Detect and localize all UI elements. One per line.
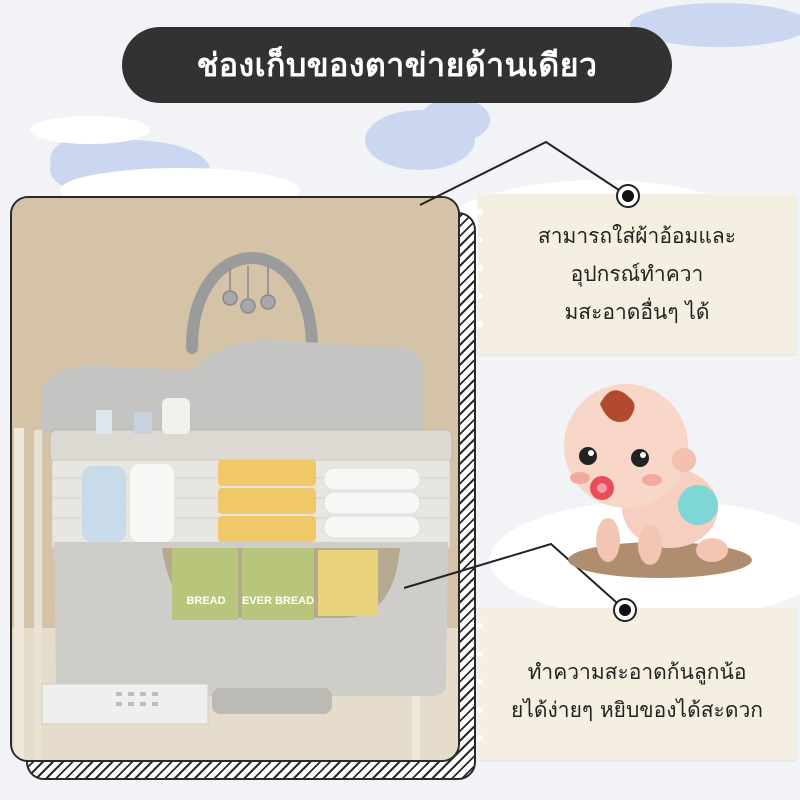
baby-illustration: [564, 384, 752, 578]
callout-line: ทำความสะอาดก้นลูกน้อ: [527, 660, 747, 684]
callout-line: มสะอาดอื่นๆ ได้: [564, 300, 710, 324]
torn-edges: [477, 209, 483, 741]
pin-icon: [616, 184, 640, 208]
bread-label-left: BREAD: [186, 595, 225, 607]
title-text: ช่องเก็บของตาข่ายด้านเดียว: [196, 45, 598, 84]
callout-line: อุปกรณ์ทำควา: [570, 262, 704, 286]
callout-text-top: สามารถใส่ผ้าอ้อมและ อุปกรณ์ทำควา มสะอาดอ…: [478, 194, 796, 354]
product-photo: EVER BREAD BREAD: [10, 196, 460, 762]
hanging-toys: [222, 266, 276, 314]
callout-note-top: สามารถใส่ผ้าอ้อมและ อุปกรณ์ทำควา มสะอาดอ…: [478, 194, 796, 354]
pin-icon: [613, 598, 637, 622]
callout-text-bottom: ทำความสะอาดก้นลูกน้อ ยได้ง่ายๆ หยิบของได…: [478, 608, 796, 760]
callout-line: สามารถใส่ผ้าอ้อมและ: [537, 224, 737, 248]
title-banner: ช่องเก็บของตาข่ายด้านเดียว: [122, 27, 672, 103]
connector-line-top: [419, 140, 629, 206]
callout-note-bottom: ทำความสะอาดก้นลูกน้อ ยได้ง่ายๆ หยิบของได…: [478, 608, 796, 760]
connector-line-bottom: [403, 542, 626, 611]
wipes-packs: [218, 460, 316, 542]
product-photo-frame: EVER BREAD BREAD: [10, 196, 476, 780]
callout-line: ยได้ง่ายๆ หยิบของได้สะดวก: [511, 698, 763, 722]
bread-label: EVER BREAD: [242, 595, 314, 607]
changing-table-illustration: EVER BREAD BREAD: [12, 198, 458, 760]
